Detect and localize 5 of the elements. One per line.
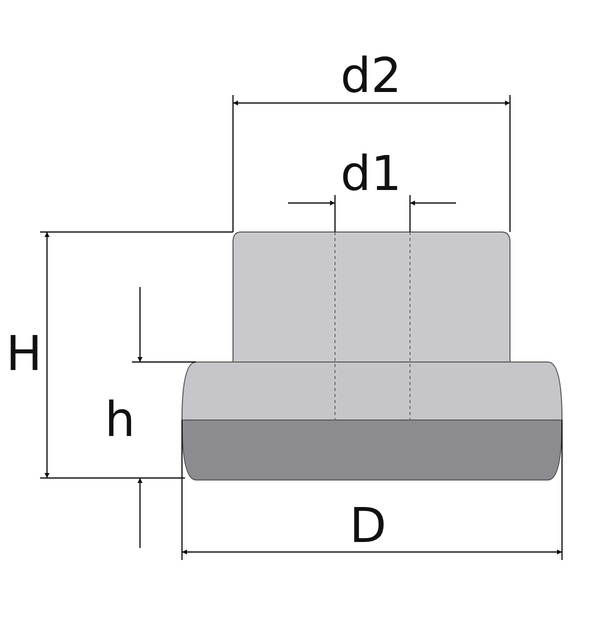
- dimension-label: h: [104, 396, 136, 444]
- dimension-label: d2: [340, 52, 402, 100]
- dimension-label: d1: [340, 150, 402, 198]
- dimension-label: D: [350, 502, 386, 550]
- dimension-label: H: [6, 330, 42, 378]
